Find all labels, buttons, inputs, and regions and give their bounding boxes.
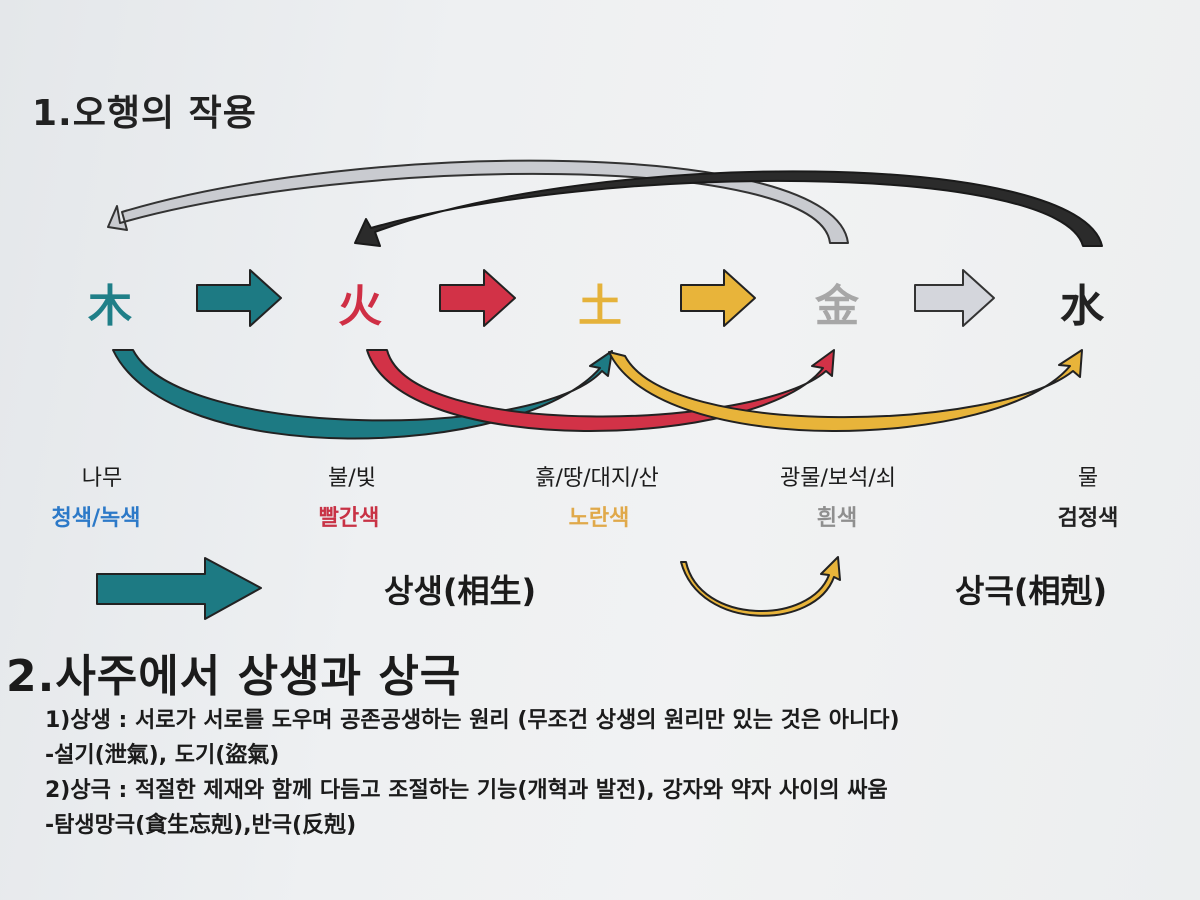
arrow-metal-to-water <box>914 269 995 327</box>
legend-controlling-label: 상극(相剋) <box>955 572 1108 610</box>
text-line-4: -탐생망극(貪生忘剋),반극(反剋) <box>45 813 357 838</box>
color-fire: 빨간색 <box>318 506 380 531</box>
text-line-2: -설기(泄氣), 도기(盜氣) <box>45 743 280 768</box>
element-earth: 土 <box>578 281 622 332</box>
arc-earth-to-water <box>608 349 1083 432</box>
section-title-2: 2.사주에서 상생과 상극 <box>6 651 462 702</box>
arrow-earth-to-metal <box>680 269 756 327</box>
text-line-1: 1)상생 : 서로가 서로를 도우며 공존공생하는 원리 (무조건 상생의 원리… <box>45 708 900 733</box>
legend-controlling-arrow <box>680 556 841 617</box>
name-metal: 광물/보석/쇠 <box>779 466 897 491</box>
text-line-3: 2)상극 : 적절한 제재와 함께 다듬고 조절하는 기능(개혁과 발전), 강… <box>45 778 888 803</box>
arrow-wood-to-fire <box>196 269 282 327</box>
element-metal: 金 <box>815 281 859 332</box>
element-fire: 火 <box>338 281 382 332</box>
legend-generating-label: 상생(相生) <box>384 572 537 610</box>
name-earth: 흙/땅/대지/산 <box>535 466 659 491</box>
name-water: 물 <box>1077 466 1099 491</box>
arrow-fire-to-earth <box>439 269 516 327</box>
element-water: 水 <box>1060 281 1104 332</box>
color-earth: 노란색 <box>568 506 630 531</box>
arc-metal-to-wood <box>107 159 849 244</box>
section-title-1: 1.오행의 작용 <box>32 93 257 134</box>
arc-water-to-fire <box>354 170 1103 247</box>
name-fire: 불/빛 <box>328 466 376 491</box>
color-metal: 흰색 <box>816 506 858 531</box>
color-water: 검정색 <box>1057 506 1119 531</box>
color-wood: 청색/녹색 <box>51 506 141 531</box>
legend-generating-arrow <box>96 557 262 620</box>
element-wood: 木 <box>88 281 132 332</box>
name-wood: 나무 <box>81 466 123 491</box>
